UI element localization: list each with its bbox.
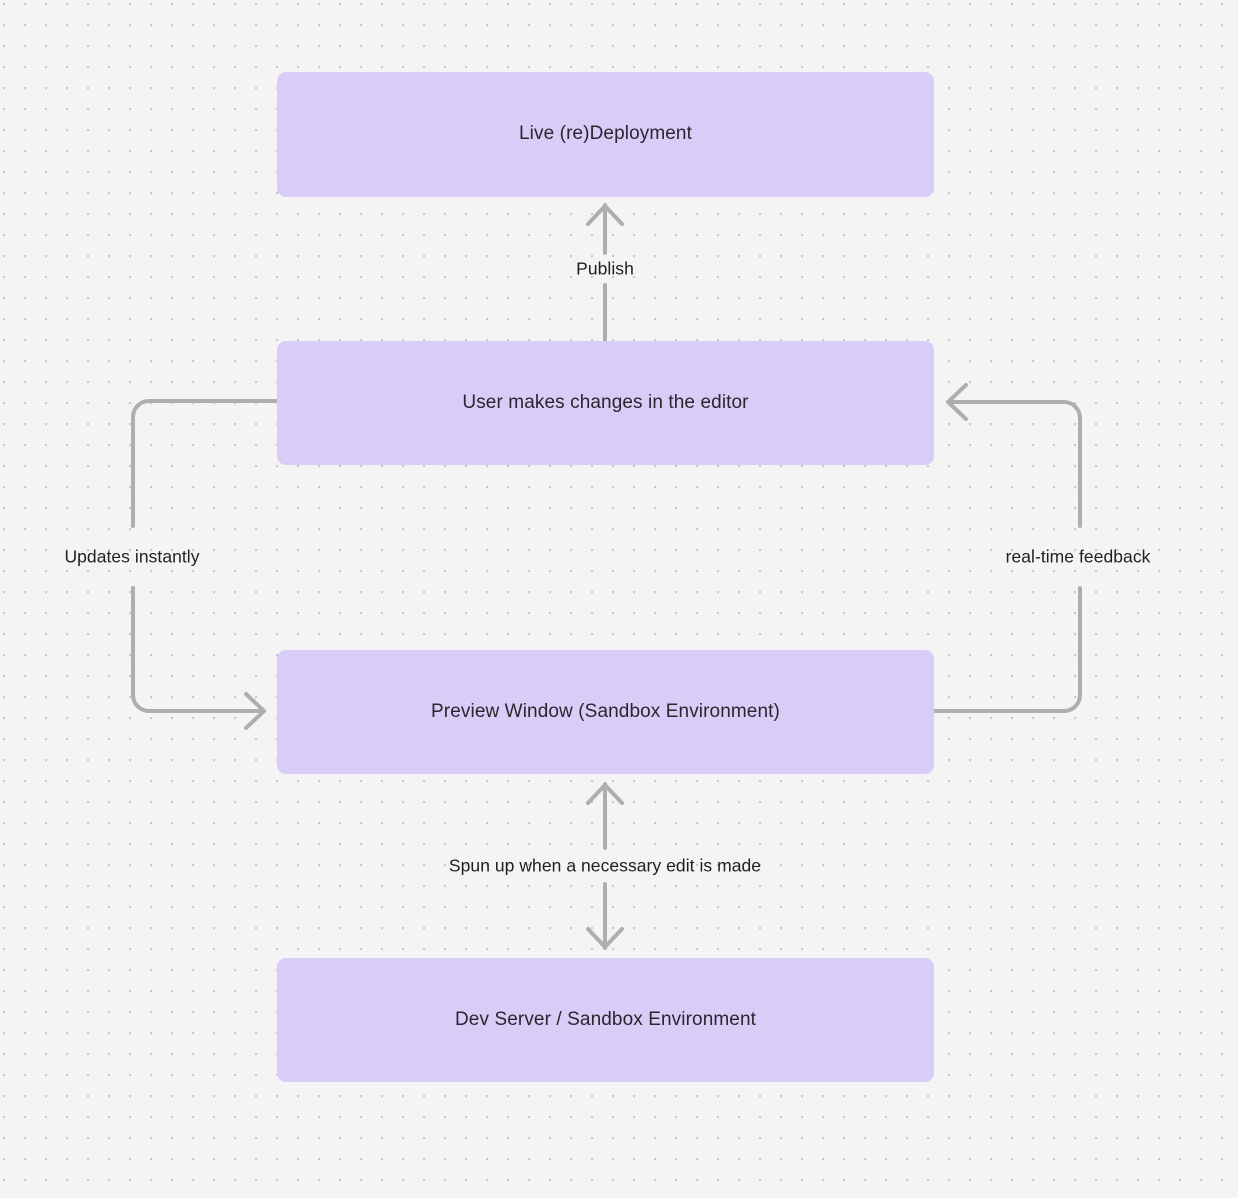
edge-label-spun-up: Spun up when a necessary edit is made	[448, 855, 762, 876]
node-dev-server[interactable]: Dev Server / Sandbox Environment	[277, 958, 934, 1082]
node-preview-window[interactable]: Preview Window (Sandbox Environment)	[277, 650, 934, 774]
edge-label-real-time-feedback: real-time feedback	[1005, 546, 1151, 567]
node-live-deployment[interactable]: Live (re)Deployment	[277, 72, 934, 197]
node-label-dev-server: Dev Server / Sandbox Environment	[454, 1008, 756, 1030]
node-label-live-deployment: Live (re)Deployment	[519, 123, 692, 145]
node-user-edits[interactable]: User makes changes in the editor	[277, 341, 934, 465]
edge-label-updates-instantly: Updates instantly	[64, 546, 200, 567]
edge-label-publish: Publish	[576, 258, 634, 279]
node-label-user-edits: User makes changes in the editor	[462, 391, 749, 413]
node-label-preview-window: Preview Window (Sandbox Environment)	[431, 700, 780, 722]
